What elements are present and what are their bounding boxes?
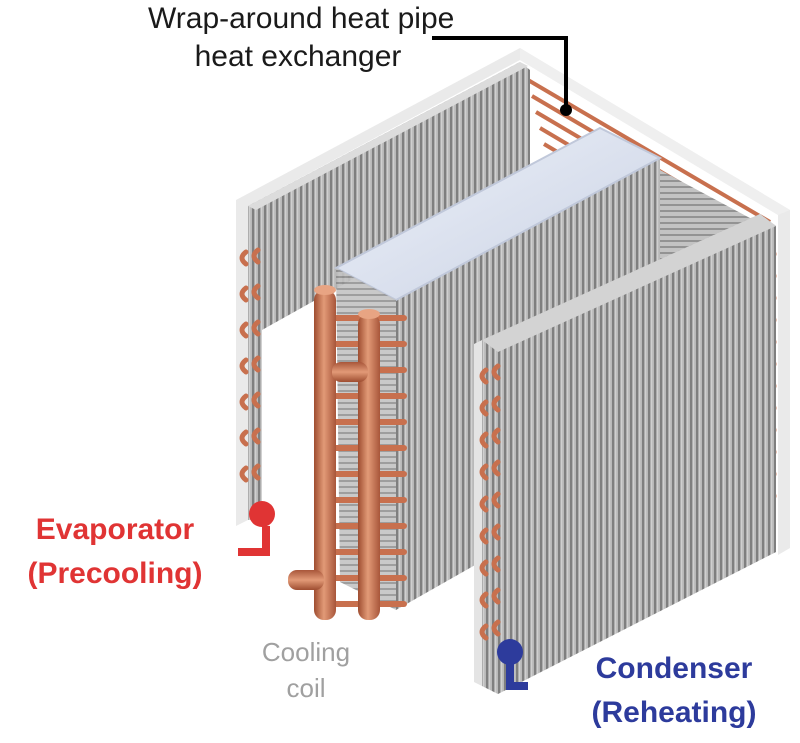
condenser-label: Condenser [595, 652, 753, 685]
condenser-marker [497, 639, 528, 690]
evaporator-marker [238, 501, 275, 556]
cooling-coil-headers [288, 285, 380, 620]
evaporator-label: Evaporator [35, 513, 195, 546]
cooling-coil-label-line2: coil [286, 673, 326, 703]
title-leader-line [432, 36, 572, 116]
condenser-fin-block [474, 214, 776, 694]
heat-exchanger-label-line2: heat exchanger [194, 40, 402, 73]
condenser-sublabel: (Reheating) [591, 696, 757, 729]
evaporator-fin-block [239, 62, 530, 520]
housing-frame [236, 48, 790, 555]
evaporator-sublabel: (Precooling) [27, 557, 203, 590]
cooling-coil-label-line1: Cooling [261, 637, 351, 667]
heat-exchanger-label-line1: Wrap-around heat pipe [148, 2, 455, 35]
